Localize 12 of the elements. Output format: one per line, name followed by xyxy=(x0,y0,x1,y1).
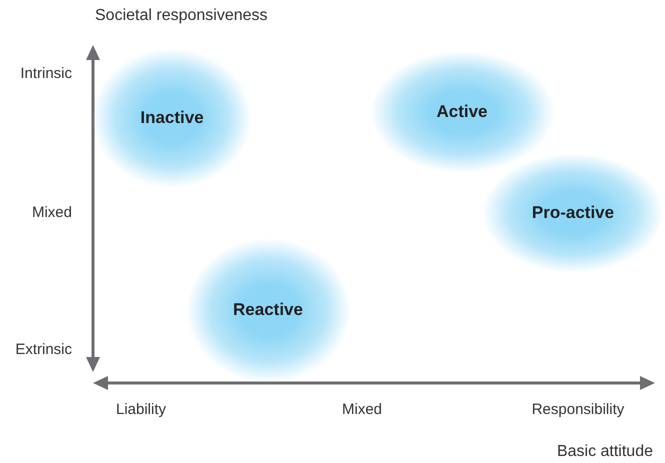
axis-tick-label: Mixed xyxy=(32,202,72,223)
axis-title: Basic attitude xyxy=(556,442,653,462)
quadrant-label: Reactive xyxy=(233,299,303,322)
quadrant-label: Active xyxy=(436,101,488,124)
axis-title: Societal responsiveness xyxy=(95,6,268,26)
quadrant-label: Pro-active xyxy=(532,202,614,224)
axis-tick-label: Extrinsic xyxy=(15,340,72,360)
axis-tick-label: Mixed xyxy=(342,400,382,420)
axis-tick-label: Intrinsic xyxy=(20,64,72,84)
axis-tick-label: Liability xyxy=(116,400,166,420)
quadrant-label: Inactive xyxy=(140,107,204,130)
axis-tick-label: Responsibility xyxy=(532,400,624,420)
